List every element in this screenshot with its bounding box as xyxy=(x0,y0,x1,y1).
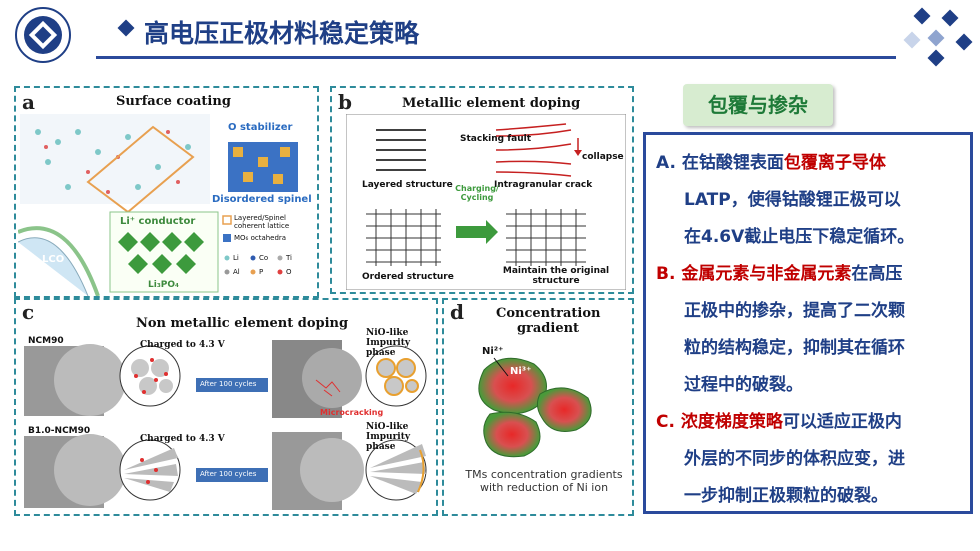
maintain-structure-label: Maintain the original structure xyxy=(502,266,610,286)
panel-label: d xyxy=(450,300,464,324)
decor-diamond-icon xyxy=(955,33,973,51)
panel-title: Concentration gradient xyxy=(496,306,601,336)
panel-non-metallic-doping: c Non metallic element doping NCM90 B1.0… xyxy=(14,298,438,516)
panel-title: Metallic element doping xyxy=(402,96,581,111)
b1-ncm90-label: B1.0-NCM90 xyxy=(28,426,91,436)
layered-structure-label: Layered structure xyxy=(362,180,453,190)
after-cycles-label: After 100 cycles xyxy=(200,470,257,478)
point-b: B. 金属元素与非金属元素在高压 正极中的掺杂，提高了二次颗 粒的结构稳定，抑制… xyxy=(656,264,905,395)
legend-element: Co xyxy=(259,254,269,262)
stacking-fault-label: Stacking fault xyxy=(460,134,532,144)
point-a: A. 在钴酸锂表面包覆离子导体 LATP，使得钴酸锂正极可以 在4.6V截止电压… xyxy=(656,153,915,247)
panel-label: a xyxy=(22,90,35,114)
point-c: C. 浓度梯度策略可以适应正极内 外层的不同步的体积应变，进 一步抑制正极颗粒的… xyxy=(656,412,905,506)
non-metallic-doping-figure xyxy=(24,340,427,510)
li3po4-label: Li₃PO₄ xyxy=(148,280,179,290)
section-heading-text: 包覆与掺杂 xyxy=(708,93,808,117)
decor-diamond-icon xyxy=(913,7,931,25)
gradient-particles-figure xyxy=(478,357,592,458)
collapse-label: collapse xyxy=(582,152,624,162)
legend-element: O xyxy=(286,268,292,276)
title-divider xyxy=(96,56,896,59)
panel-label: b xyxy=(338,90,352,114)
intragranular-crack-label: Intragranular crack xyxy=(494,180,593,190)
legend-element: P xyxy=(259,268,264,276)
title-bullet-icon xyxy=(117,19,135,37)
university-logo xyxy=(14,6,72,64)
li-conductor-label: Li⁺ conductor xyxy=(120,216,196,227)
decor-diamond-icon xyxy=(927,49,945,67)
charged-label: Charged to 4.3 V xyxy=(140,340,225,350)
gradient-caption: TMs concentration gradients with reducti… xyxy=(465,468,623,494)
lco-label: LCO xyxy=(42,254,65,265)
ordered-structure-label: Ordered structure xyxy=(362,272,454,282)
decor-diamond-icon xyxy=(903,31,921,49)
after-cycles-label: After 100 cycles xyxy=(200,380,257,388)
ncm90-label: NCM90 xyxy=(28,336,64,346)
o-stabilizer-label: O stabilizer xyxy=(228,122,293,133)
ni2-label: Ni²⁺ xyxy=(482,346,504,357)
section-heading: 包覆与掺杂 xyxy=(683,84,833,126)
disordered-spinel-label: Disordered spinel xyxy=(212,194,312,205)
legend-element: Li xyxy=(233,254,239,262)
impurity-phase-label: NiO-like Impurity phase xyxy=(366,422,411,452)
panel-title: Non metallic element doping xyxy=(136,316,349,331)
panel-title: Surface coating xyxy=(116,94,231,109)
surface-coating-figure xyxy=(18,114,298,296)
panel-metallic-doping: b Metallic element doping Stacking fault… xyxy=(330,86,634,294)
microcracking-label: Microcracking xyxy=(320,408,384,417)
panel-surface-coating: a Surface coating O stabilizer Disordere… xyxy=(14,86,319,298)
doping-structure-figure xyxy=(346,114,626,290)
impurity-phase-label: NiO-like Impurity phase xyxy=(366,328,411,358)
charged-label: Charged to 4.3 V xyxy=(140,434,225,444)
page-title: 高电压正极材料稳定策略 xyxy=(144,19,420,48)
legend-lattice: Layered/Spinel coherent lattice xyxy=(234,214,290,230)
decor-diamond-icon xyxy=(927,29,945,47)
legend-element: Al xyxy=(233,268,240,276)
legend-octahedra: MO₆ octahedra xyxy=(234,234,287,242)
description-box: A. 在钴酸锂表面包覆离子导体 LATP，使得钴酸锂正极可以 在4.6V截止电压… xyxy=(643,132,973,514)
decor-diamond-icon xyxy=(941,9,959,27)
legend-element: Ti xyxy=(286,254,293,262)
panel-concentration-gradient: d Concentration gradient Ni²⁺ Ni³⁺ TMs c… xyxy=(442,298,634,516)
panel-label: c xyxy=(22,300,35,324)
ni3-label: Ni³⁺ xyxy=(510,366,532,377)
charging-cycling-label: Charging/ Cycling xyxy=(455,184,499,202)
